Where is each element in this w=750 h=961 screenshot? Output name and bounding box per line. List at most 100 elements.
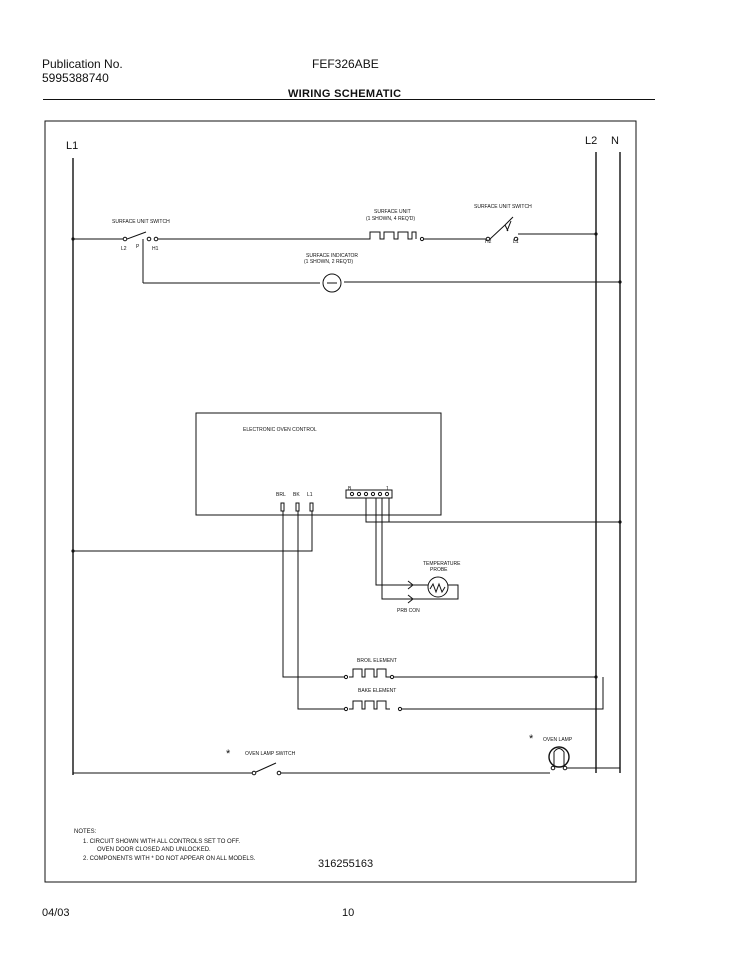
- oven-lamp-circuit: * OVEN LAMP SWITCH * OVEN LAMP: [73, 733, 620, 776]
- surface-unit-switch-right-label: SURFACE UNIT SWITCH: [474, 204, 532, 210]
- surface-unit-circuit: SURFACE UNIT SWITCH L2 P H1 SURFACE UNIT…: [71, 204, 598, 283]
- probe-return-wire: [413, 584, 459, 600]
- temperature-probe-circuit: TEMPERATURE PROBE PRB CON: [375, 498, 461, 614]
- electronic-oven-control: ELECTRONIC OVEN CONTROL BRL BK L1 B 1: [195, 412, 442, 516]
- switch-terminal: [251, 770, 257, 776]
- oven-lamp-filament: [553, 748, 565, 766]
- asterisk-lamp-switch: *: [226, 748, 231, 760]
- footer-date: 04/03: [42, 907, 70, 919]
- surface-unit-element: [366, 231, 417, 240]
- surface-unit-count: (1 SHOWN, 4 REQ'D): [366, 216, 415, 222]
- notes: NOTES: 1. CIRCUIT SHOWN WITH ALL CONTROL…: [74, 829, 256, 862]
- junction-dot: [618, 520, 622, 524]
- notes-heading: NOTES:: [74, 829, 97, 835]
- broil-element-label: BROIL ELEMENT: [357, 658, 397, 664]
- terminal-h2-label: H2: [485, 239, 492, 245]
- asterisk-oven-lamp: *: [529, 733, 534, 745]
- control-terminal-brl: BRL: [276, 492, 286, 498]
- publication-number: 5995388740: [42, 71, 109, 85]
- bake-element-circuit: BAKE ELEMENT: [297, 511, 604, 712]
- probe-connector-block: [345, 489, 393, 499]
- note-1: 1. CIRCUIT SHOWN WITH ALL CONTROLS SET T…: [83, 839, 240, 845]
- switch-terminal: [485, 236, 491, 242]
- terminal-p-label: P: [136, 244, 140, 250]
- broil-element-circuit: BROIL ELEMENT: [282, 511, 598, 680]
- terminal-tab: [309, 502, 314, 512]
- switch-terminal: [153, 236, 159, 242]
- title-rule: [43, 99, 655, 100]
- page-number: 10: [342, 907, 355, 919]
- line-l2-label: L2: [585, 135, 597, 147]
- junction-dot: [71, 549, 75, 553]
- note-1b: OVEN DOOR CLOSED AND UNLOCKED.: [97, 847, 211, 853]
- surface-unit-switch-right: [489, 216, 514, 240]
- connector-pin: [349, 491, 355, 497]
- surface-indicator-count: (1 SHOWN, 2 REQ'D): [304, 259, 353, 265]
- terminal: [343, 674, 349, 680]
- surface-indicator-circuit: SURFACE INDICATOR (1 SHOWN, 2 REQ'D): [143, 253, 622, 293]
- broil-element-coil: [349, 668, 390, 678]
- connector-b-label: B: [348, 486, 352, 492]
- connector-pin: [356, 491, 362, 497]
- junction-dot: [618, 280, 622, 284]
- terminal: [397, 706, 403, 712]
- line-l1-label: L1: [66, 140, 78, 152]
- page-title: WIRING SCHEMATIC: [288, 88, 402, 100]
- model-number: FEF326ABE: [312, 57, 379, 71]
- surface-unit-label: SURFACE UNIT: [374, 209, 411, 215]
- terminal: [419, 236, 425, 242]
- wire-control-to-l1: [73, 511, 313, 552]
- switch-terminal: [513, 236, 519, 242]
- line-n-label: N: [611, 135, 619, 147]
- oven-lamp-switch-blade: [255, 762, 277, 773]
- control-box: [195, 412, 442, 516]
- temperature-probe-label-2: PROBE: [430, 567, 448, 573]
- connector-pin: [363, 491, 369, 497]
- wire: [402, 677, 604, 710]
- terminal-l1-label: L1: [513, 239, 519, 245]
- switch-terminal: [146, 236, 152, 242]
- probe-connector-label: PRB CON: [397, 608, 420, 614]
- connector-pin: [384, 491, 390, 497]
- wire-control-to-n: [365, 498, 620, 523]
- terminal-l2-label: L2: [121, 246, 127, 252]
- terminal-h1-label: H1: [152, 246, 159, 252]
- switch-blade: [126, 231, 147, 240]
- temperature-probe-label: TEMPERATURE: [423, 561, 461, 567]
- bake-element-label: BAKE ELEMENT: [358, 688, 396, 694]
- terminal: [343, 706, 349, 712]
- probe-wire: [381, 498, 412, 600]
- bake-element-coil: [349, 700, 390, 710]
- junction-dot: [594, 675, 598, 679]
- oven-lamp-switch-label: OVEN LAMP SWITCH: [245, 751, 296, 757]
- schematic-border: [44, 120, 637, 883]
- probe-wire: [375, 498, 412, 586]
- control-terminal-l1: L1: [307, 492, 313, 498]
- switch-terminal: [122, 236, 128, 242]
- lamp-terminal: [550, 765, 556, 771]
- control-terminal-bk: BK: [293, 492, 300, 498]
- connector-1-label: 1: [386, 486, 389, 492]
- connector-pin: [370, 491, 376, 497]
- terminal-tab: [280, 502, 285, 512]
- connector-pin: [377, 491, 383, 497]
- surface-unit-switch-left-label: SURFACE UNIT SWITCH: [112, 219, 170, 225]
- publication-label: Publication No.: [42, 57, 123, 71]
- junction-dot: [594, 232, 598, 236]
- terminal: [389, 674, 395, 680]
- note-2: 2. COMPONENTS WITH * DO NOT APPEAR ON AL…: [83, 856, 256, 862]
- wire-broil: [282, 511, 344, 678]
- temperature-probe-sensor: [427, 576, 449, 598]
- oven-lamp-label: OVEN LAMP: [543, 737, 573, 743]
- surface-indicator-lamp: [322, 273, 342, 293]
- surface-indicator-label: SURFACE INDICATOR: [306, 253, 358, 259]
- control-label: ELECTRONIC OVEN CONTROL: [243, 427, 317, 433]
- wire-bake: [297, 511, 344, 710]
- probe-resistor: [429, 582, 446, 594]
- drawing-number: 316255163: [318, 858, 373, 870]
- switch-terminal: [276, 770, 282, 776]
- lamp-terminal: [562, 765, 568, 771]
- terminal-tab: [295, 502, 300, 512]
- oven-lamp-bulb: [548, 746, 570, 768]
